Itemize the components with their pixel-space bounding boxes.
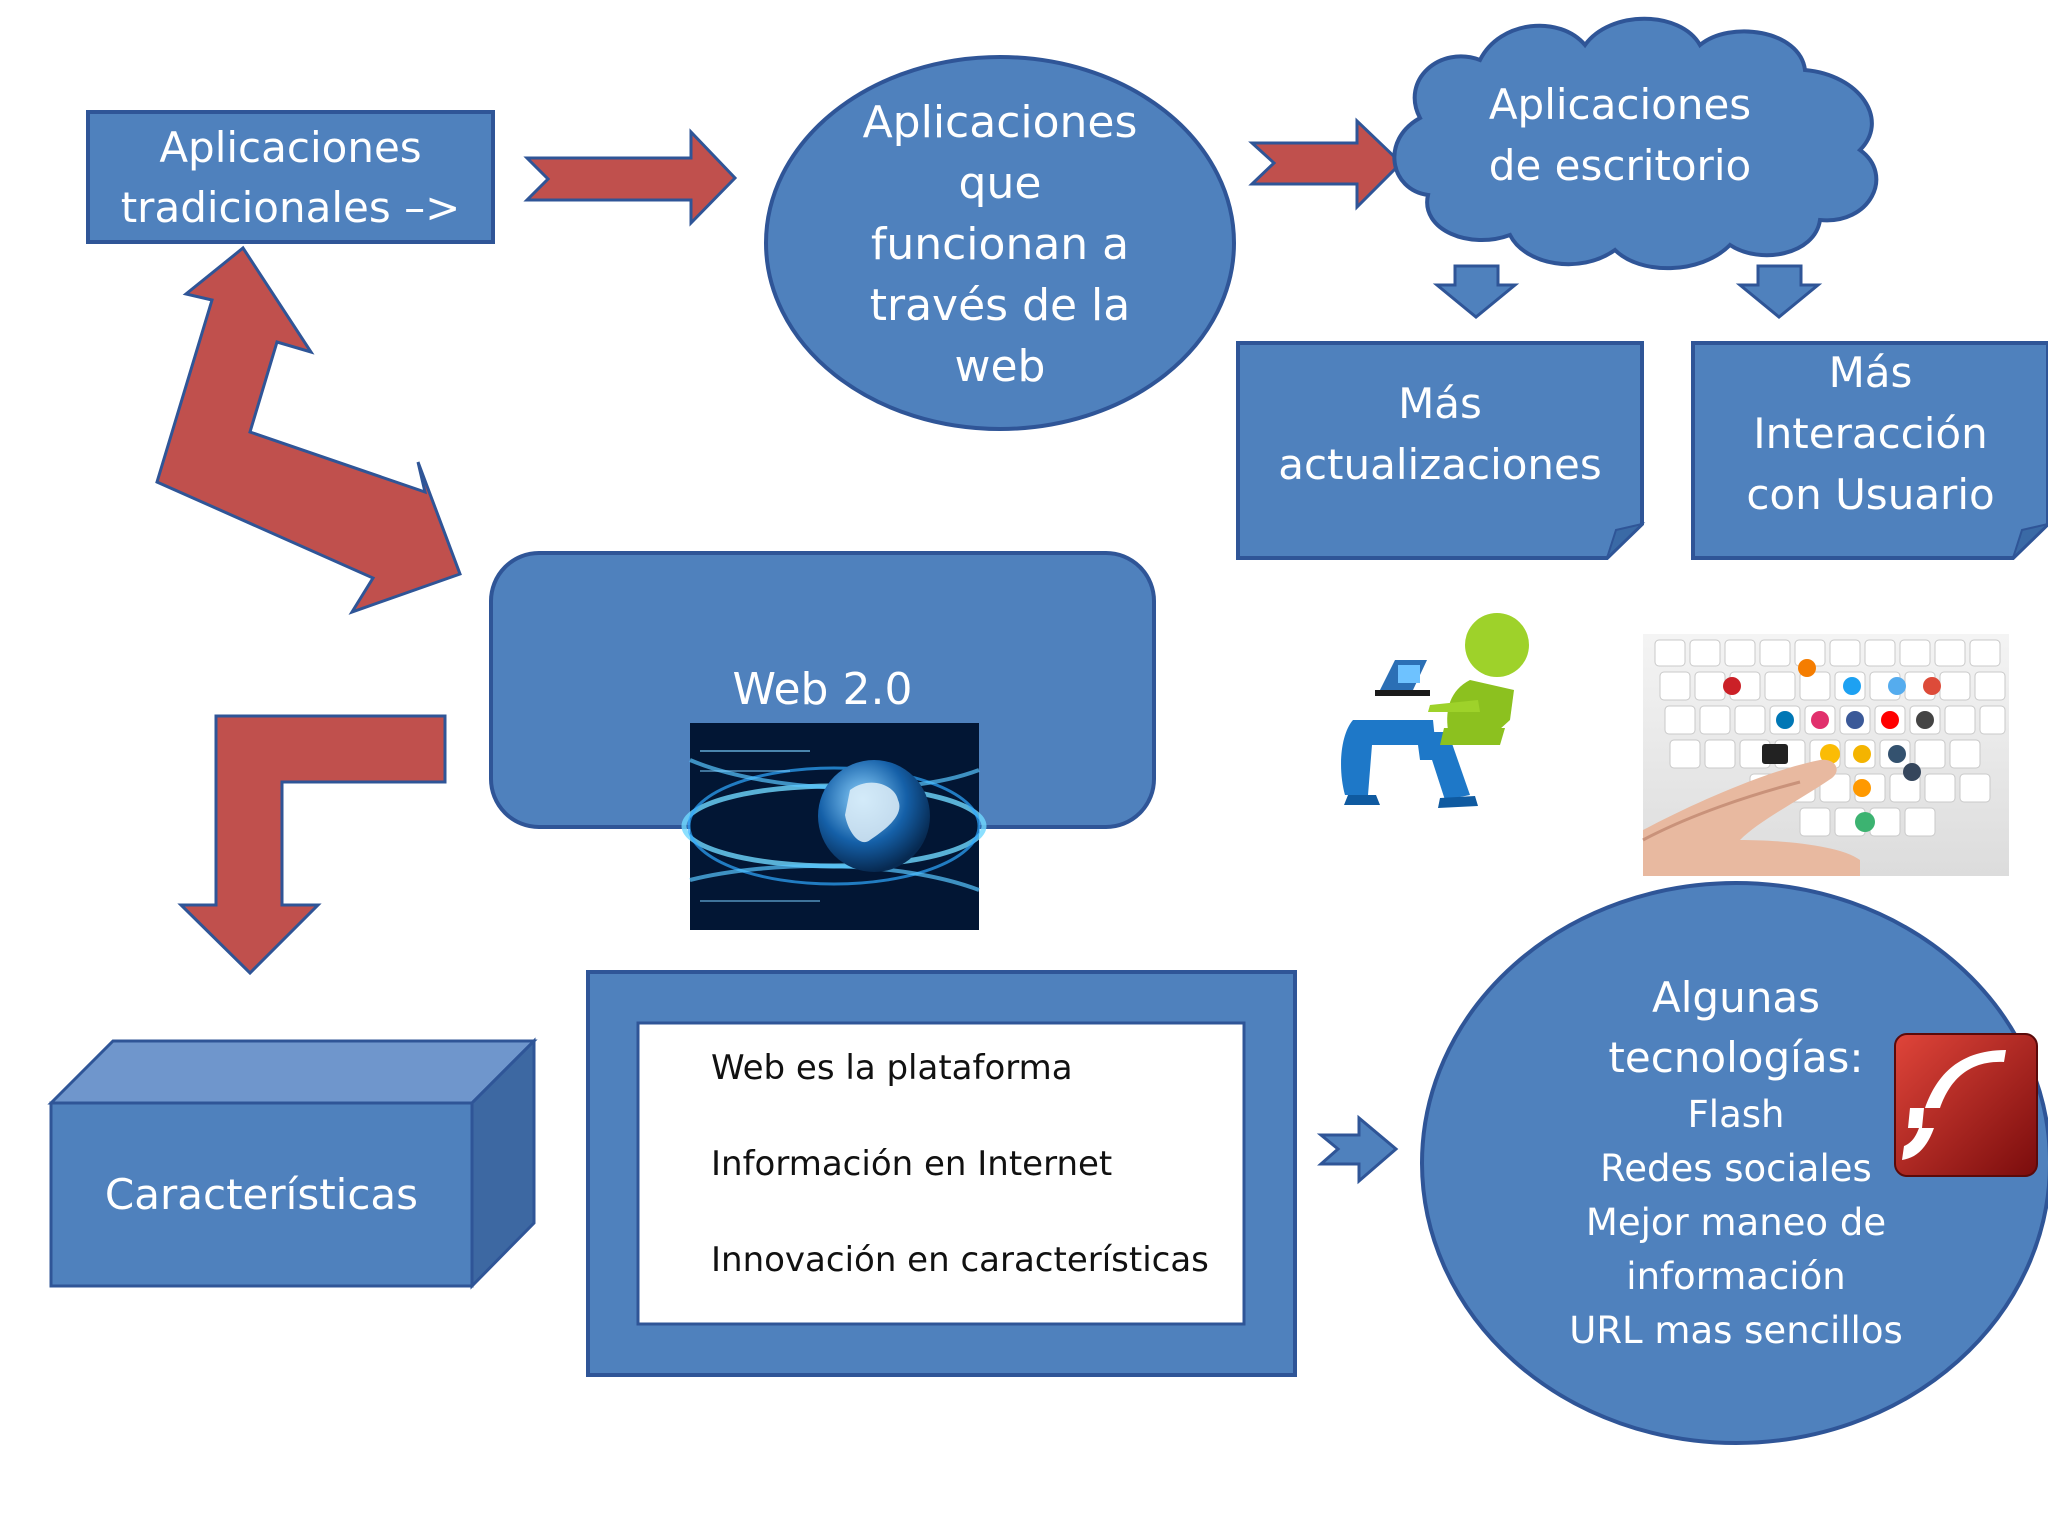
technologies-line6: información bbox=[1626, 1255, 1846, 1298]
web-apps-line3: funcionan a bbox=[870, 219, 1130, 270]
features-item-2: Información en Internet bbox=[711, 1144, 1113, 1184]
more-interaction-line1: Más bbox=[1828, 348, 1913, 397]
desktop-apps-line2: de escritorio bbox=[1488, 141, 1752, 190]
more-updates-fold bbox=[1606, 522, 1646, 559]
technologies-line2: tecnologías: bbox=[1608, 1033, 1864, 1082]
web-apps-line4: través de la bbox=[869, 280, 1131, 331]
more-updates-line1: Más bbox=[1398, 379, 1482, 428]
desktop-apps-line1: Aplicaciones bbox=[1488, 80, 1752, 129]
technologies-line4: Redes sociales bbox=[1600, 1147, 1872, 1190]
more-interaction-line3: con Usuario bbox=[1746, 470, 1995, 519]
more-updates-label: Más actualizaciones bbox=[1238, 373, 1642, 495]
web20-label: Web 2.0 bbox=[732, 664, 913, 715]
technologies-line7: URL mas sencillos bbox=[1569, 1309, 1903, 1352]
arrow-down-2 bbox=[1735, 264, 1823, 319]
web-apps-line2: que bbox=[958, 158, 1042, 209]
features-list: Web es la plataforma Información en Inte… bbox=[711, 1044, 1209, 1284]
traditional-apps-label: Aplicaciones tradicionales –> bbox=[88, 118, 493, 238]
features-3d-box bbox=[47, 1037, 538, 1290]
features-item-3: Innovación en características bbox=[711, 1240, 1209, 1280]
more-interaction-label: Más Interacción con Usuario bbox=[1693, 342, 2048, 525]
bent-double-arrow bbox=[155, 245, 462, 615]
technologies-label: Algunas tecnologías: Flash Redes sociale… bbox=[1530, 968, 1942, 1358]
flash-logo-icon bbox=[1894, 1033, 2038, 1177]
l-shaped-arrow bbox=[177, 714, 447, 976]
desktop-apps-label: Aplicaciones de escritorio bbox=[1440, 74, 1800, 196]
desktop-apps-cloud bbox=[1392, 16, 1879, 271]
arrow-down-1 bbox=[1432, 264, 1520, 319]
user-at-computer-image bbox=[1341, 613, 1529, 808]
traditional-apps-line2: tradicionales –> bbox=[120, 183, 461, 232]
features-list-panel bbox=[636, 1021, 1246, 1326]
features-label: Características bbox=[104, 1170, 419, 1219]
technologies-circle bbox=[1420, 881, 2048, 1445]
web-apps-label: Aplicaciones que funcionan a través de l… bbox=[820, 92, 1180, 397]
arrow-right-1 bbox=[523, 128, 738, 227]
more-interaction-fold bbox=[2012, 522, 2048, 559]
arrow-right-3 bbox=[1316, 1114, 1399, 1185]
more-updates-line2: actualizaciones bbox=[1278, 440, 1602, 489]
globe-network-image bbox=[681, 723, 987, 930]
features-item-1: Web es la plataforma bbox=[711, 1048, 1073, 1088]
technologies-line3: Flash bbox=[1687, 1093, 1785, 1136]
web-apps-line1: Aplicaciones bbox=[862, 97, 1138, 148]
web-apps-ellipse bbox=[764, 55, 1236, 431]
traditional-apps-line1: Aplicaciones bbox=[159, 123, 422, 172]
more-interaction-line2: Interacción bbox=[1753, 409, 1988, 458]
web-apps-line5: web bbox=[954, 341, 1046, 392]
technologies-line1: Algunas bbox=[1652, 973, 1820, 1022]
traditional-apps-box bbox=[86, 110, 495, 244]
arrow-right-2 bbox=[1248, 117, 1404, 211]
social-media-keyboard-image bbox=[1642, 634, 2009, 876]
technologies-line5: Mejor maneo de bbox=[1585, 1201, 1887, 1244]
